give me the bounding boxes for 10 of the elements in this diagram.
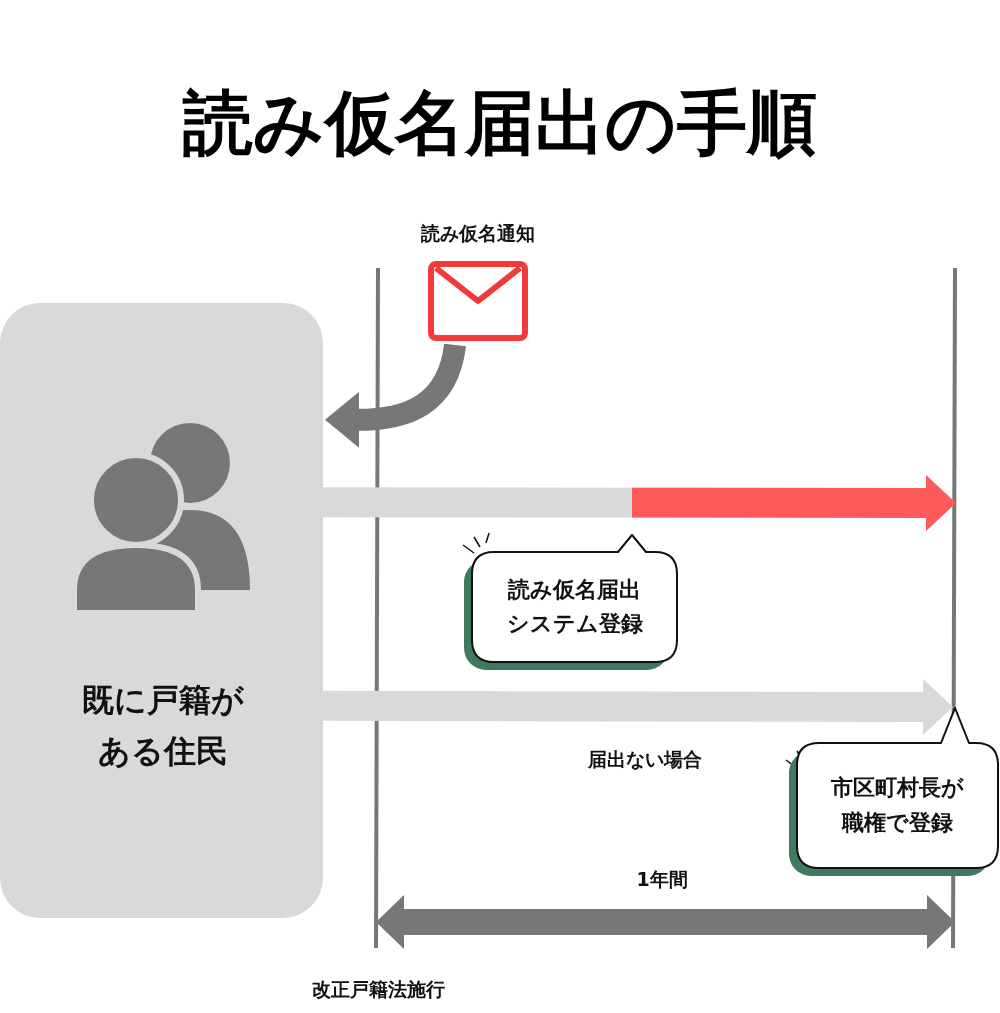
notice-label: 読み仮名通知	[420, 221, 535, 246]
arrow	[322, 475, 956, 531]
arrow	[322, 679, 954, 735]
bubble-text: 市区町村長が職権で登録	[830, 774, 965, 837]
bubble-text: 読み仮名届出システム登録	[506, 575, 643, 638]
text-label: 改正戸籍法施行	[311, 977, 445, 1002]
residents-panel	[0, 303, 323, 918]
title: 読み仮名届出の手順	[181, 88, 818, 158]
panel-text: 既に戸籍がある住民	[81, 680, 245, 773]
text-label: 1年間	[636, 867, 688, 892]
